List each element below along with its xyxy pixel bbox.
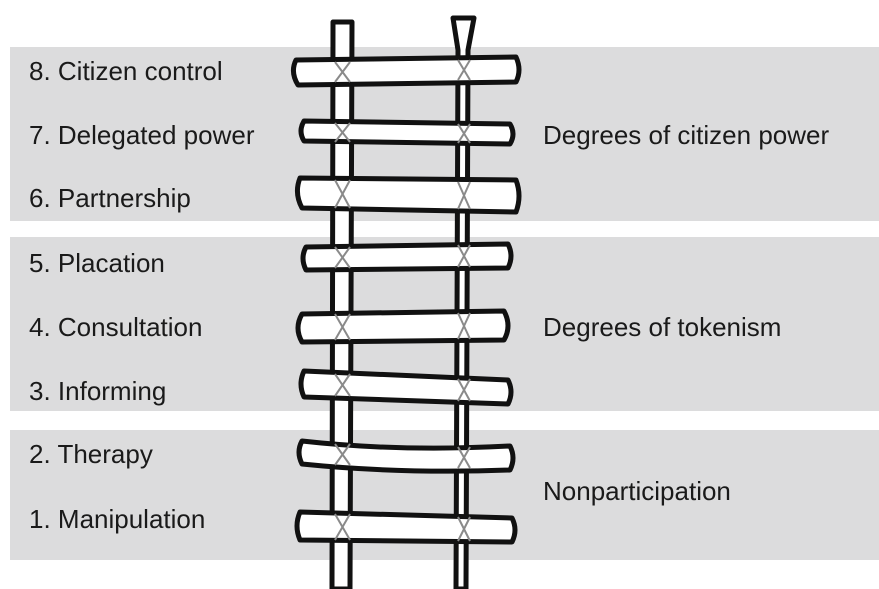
rung-2 [296,438,516,474]
group-label-nonparticipation: Nonparticipation [543,476,731,506]
rung-label-delegated-power: 7. Delegated power [29,120,255,150]
rung-8 [290,54,522,88]
rung-5 [300,241,514,273]
group-label-tokenism: Degrees of tokenism [543,312,782,342]
group-label-citizen-power: Degrees of citizen power [543,120,830,150]
rung-label-manipulation: 1. Manipulation [29,504,206,534]
rung-4 [295,308,511,345]
rung-3 [298,368,514,407]
ladder-rungs [290,54,522,545]
rung-label-therapy: 2. Therapy [29,439,153,469]
rung-label-citizen-control: 8. Citizen control [29,56,223,86]
ladder-lashings [334,59,471,542]
rung-label-informing: 3. Informing [29,376,167,406]
rung-7 [298,118,516,147]
rung-label-placation: 5. Placation [29,248,165,278]
rung-1 [294,509,518,545]
rung-6 [294,175,522,215]
rung-label-consultation: 4. Consultation [29,312,203,342]
ladder-rails [329,15,477,589]
left-rail [329,19,355,589]
rung-label-partnership: 6. Partnership [29,183,191,213]
right-rail [450,15,477,589]
